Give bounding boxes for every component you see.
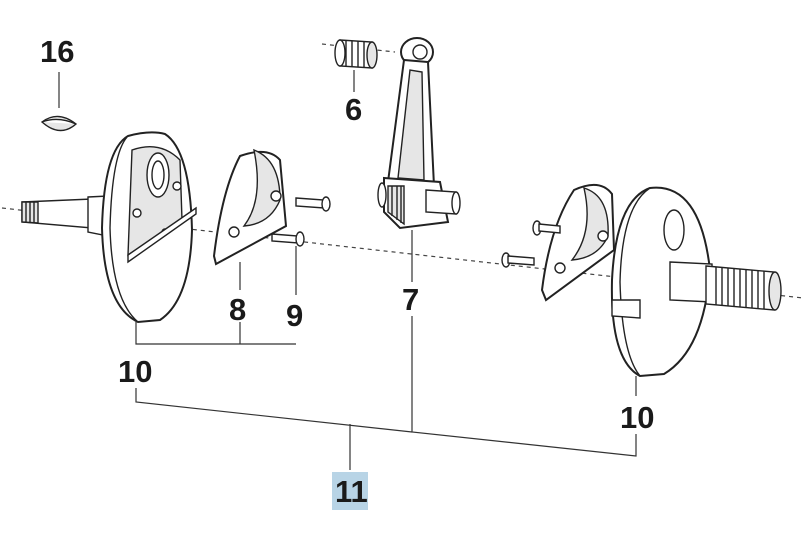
callout-11[interactable]: 11	[335, 474, 368, 509]
callout-16: 16	[40, 34, 74, 69]
part-8-left-plate[interactable]	[212, 148, 288, 266]
callout-8: 8	[229, 292, 246, 327]
callout-9: 9	[286, 298, 303, 333]
part-9-screws[interactable]	[271, 196, 331, 247]
part-7-connecting-rod[interactable]	[377, 37, 461, 230]
part-8-right-plate[interactable]	[540, 183, 616, 302]
callout-10-left: 10	[118, 354, 152, 389]
part-16-woodruff-key[interactable]	[40, 115, 78, 132]
callout-10-right: 10	[620, 400, 654, 435]
center-axis-line	[1, 207, 803, 299]
callout-6: 6	[345, 92, 362, 127]
callout-11-highlight	[332, 472, 368, 510]
part-6-needle-bearing[interactable]	[334, 39, 378, 69]
callout-7: 7	[402, 282, 419, 317]
leader-10-left-bracket	[135, 322, 296, 345]
leader-11-bracket	[135, 316, 637, 470]
part-10-left-crank-half[interactable]	[21, 131, 197, 324]
part-10-right-crank-half[interactable]	[610, 186, 782, 378]
part-9-right-screws[interactable]	[501, 220, 561, 268]
